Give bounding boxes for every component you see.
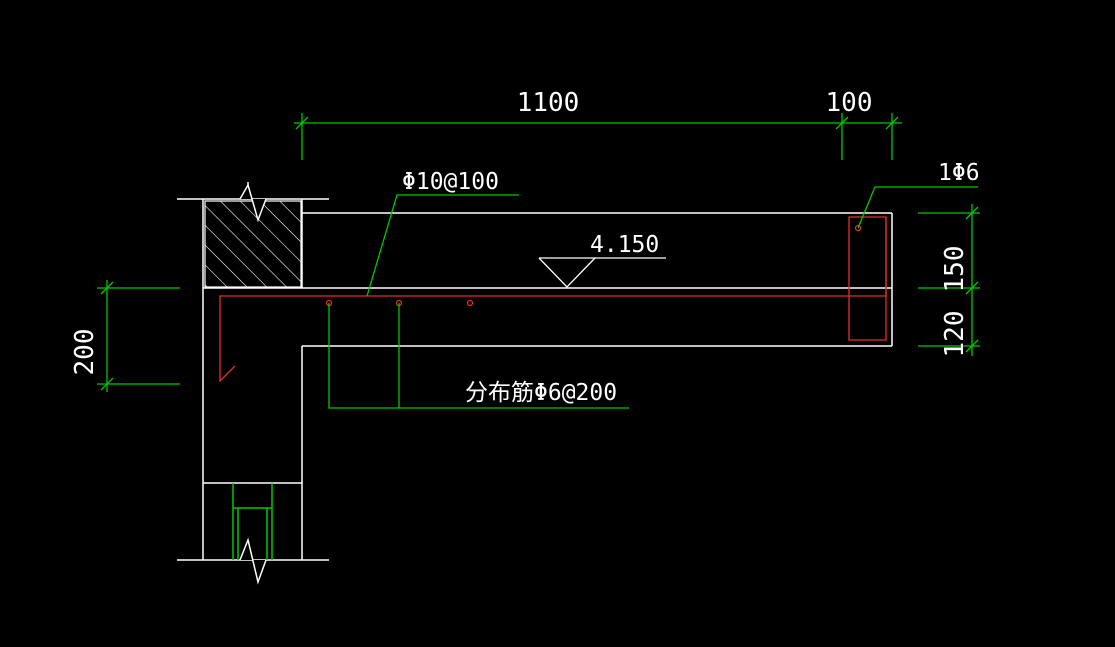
structure-outline: [177, 198, 893, 561]
edge-bar-dot: [854, 224, 862, 232]
tick: [835, 116, 849, 130]
leader-lines: [328, 186, 978, 409]
rebar-layout: [219, 216, 887, 383]
main-rebar-note: Φ10@100: [402, 169, 499, 195]
lower-wall-rebar: [232, 483, 273, 560]
tick: [965, 281, 979, 295]
dimension-label-left-depth: 200: [70, 329, 100, 376]
tick: [100, 281, 114, 295]
edge-bar-note: 1Φ6: [938, 160, 980, 186]
dimension-lines: [97, 113, 980, 392]
distribution-bar-leader: [328, 303, 629, 409]
elevation-marker: [538, 257, 666, 288]
dimension-label-right-lower: 120: [940, 311, 970, 358]
main-rebar-leader: [366, 194, 519, 297]
distribution-bar-note: 分布筋Φ6@200: [465, 380, 617, 406]
distribution-bar-dot: [466, 299, 474, 307]
tick: [885, 116, 899, 130]
break-symbol-top: [239, 182, 267, 223]
elevation-note: 4.150: [590, 232, 659, 258]
edge-bar-leader: [857, 186, 978, 229]
main-rebar-line: [219, 216, 887, 383]
dimension-label-right-upper: 150: [940, 246, 970, 293]
tick: [100, 377, 114, 391]
tick: [965, 339, 979, 353]
break-symbol-bottom: [239, 537, 267, 585]
tick: [295, 116, 309, 130]
dimension-label-top-end: 100: [826, 88, 873, 118]
dimension-label-top-span: 1100: [517, 88, 580, 118]
masonry-hatch: [204, 200, 302, 288]
tick: [965, 206, 979, 220]
